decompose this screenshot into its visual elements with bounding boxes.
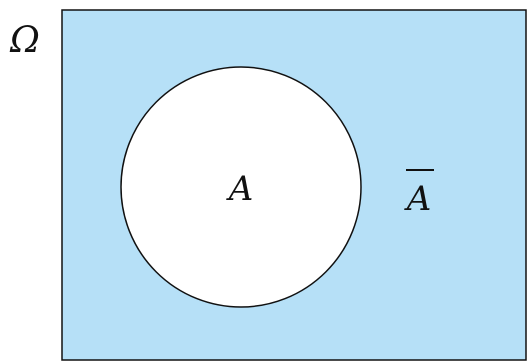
complement-label-group: A xyxy=(404,169,434,219)
set-a-circle xyxy=(120,66,362,308)
set-a-label: A xyxy=(226,169,254,209)
universe-label: Ω xyxy=(9,20,40,61)
complement-label: A xyxy=(404,179,432,219)
